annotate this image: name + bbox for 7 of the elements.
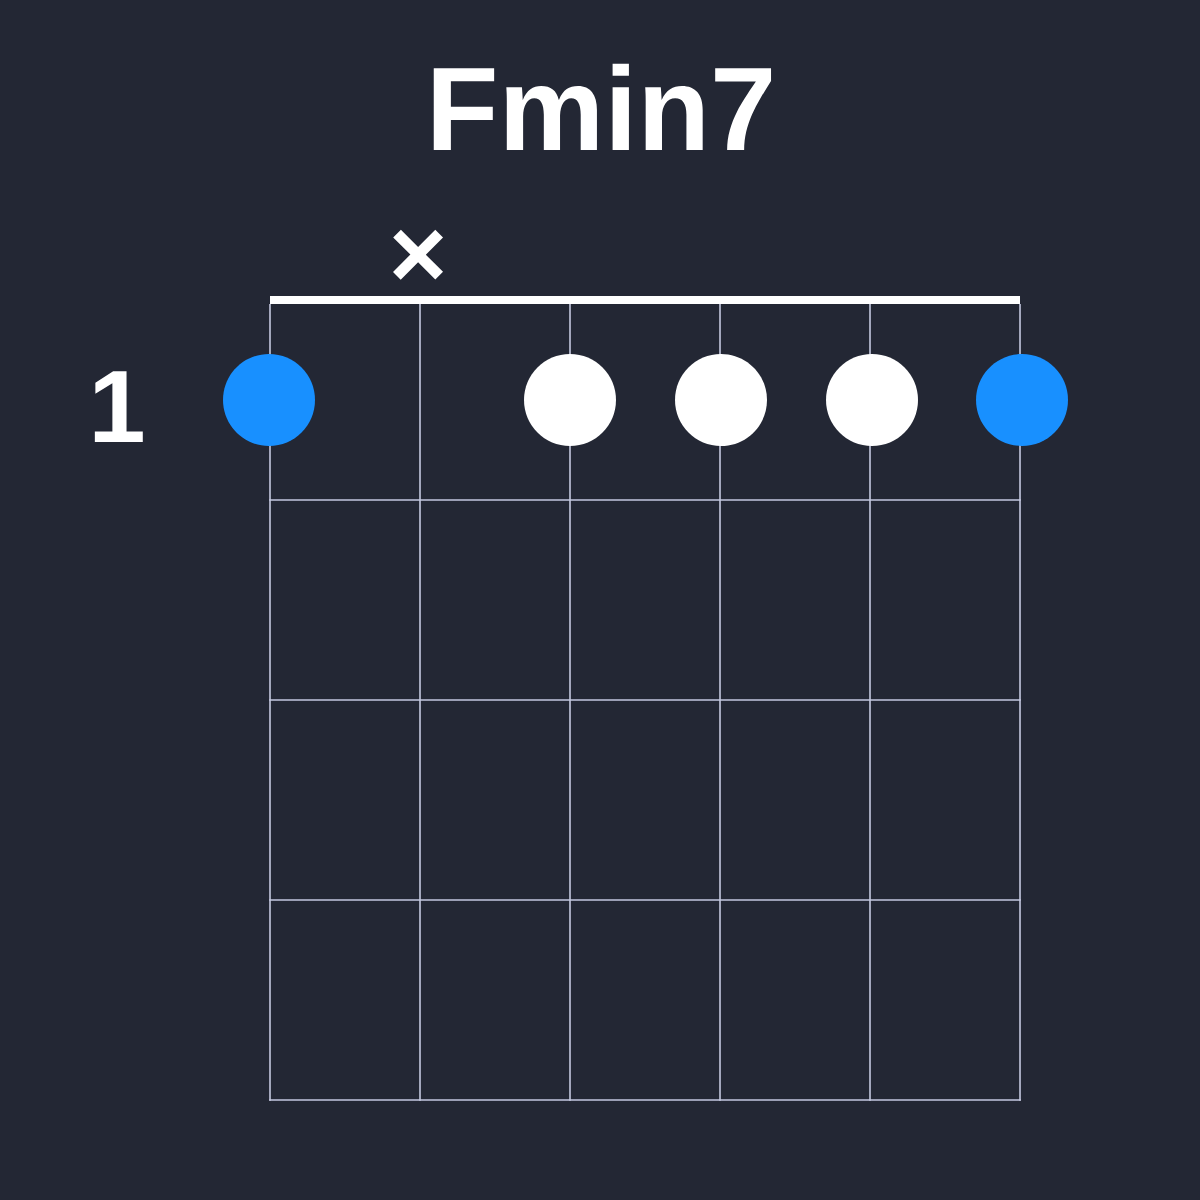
finger-dot — [976, 354, 1068, 446]
finger-dot — [675, 354, 767, 446]
finger-dot — [826, 354, 918, 446]
finger-dot — [524, 354, 616, 446]
chord-title: Fmin7 — [433, 63, 771, 150]
finger-dot — [223, 354, 315, 446]
mute-mark: × — [393, 229, 443, 280]
